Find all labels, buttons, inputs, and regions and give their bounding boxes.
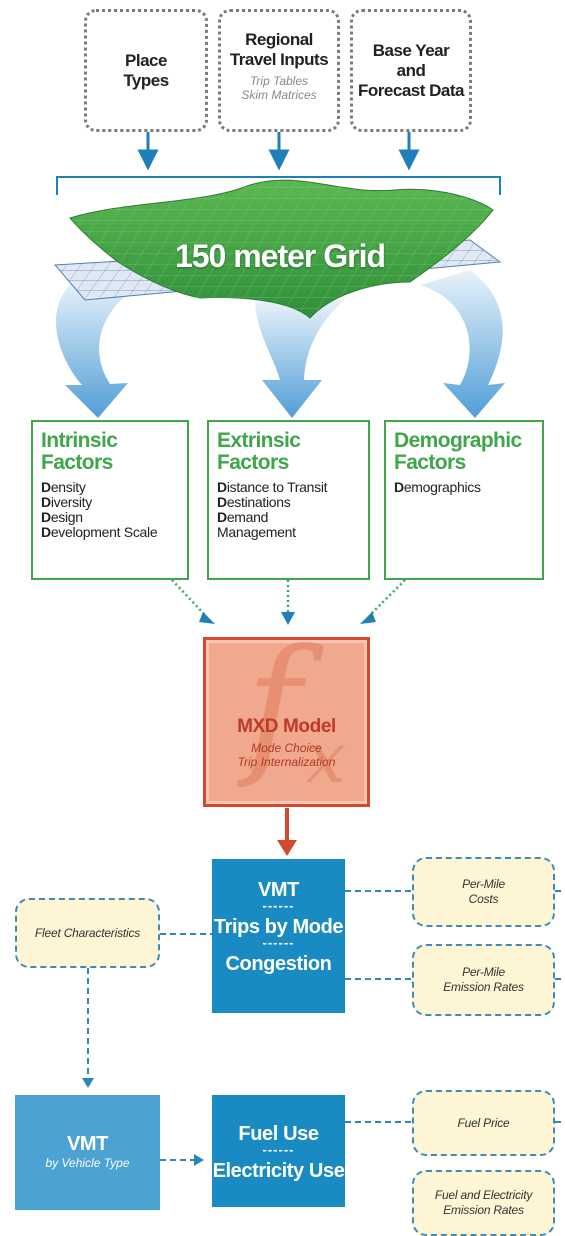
factor-arrows — [171, 579, 406, 616]
extrinsic-item: Demand Management — [217, 509, 296, 540]
trips-by-mode-label: Trips by Mode — [213, 916, 344, 938]
fuel-emission-box: Fuel and Electricity Emission Rates — [412, 1170, 555, 1236]
electricity-use-label: Electricity Use — [212, 1160, 345, 1182]
separator: ------ — [262, 935, 295, 950]
fuel-use-label: Fuel Use — [238, 1123, 319, 1145]
base-year-box: Base Year and Forecast Data — [350, 9, 472, 132]
demographic-factors-box: Demographic Factors Demographics — [384, 420, 544, 580]
vmt-vehicle-box: VMT by Vehicle Type — [15, 1095, 160, 1210]
vmt-vehicle-title: VMT — [66, 1133, 109, 1155]
demographic-item: Demographics — [394, 479, 481, 495]
function-subscript: x — [306, 717, 346, 799]
intrinsic-item: Development Scale — [41, 524, 158, 540]
per-mile-emission-label: Per-Mile Emission Rates — [443, 965, 524, 994]
extrinsic-factors-title: Extrinsic Factors — [217, 429, 301, 474]
intrinsic-item: Diversity — [41, 494, 92, 510]
dashed-connectors — [87, 890, 565, 1161]
fleet-characteristics-box: Fleet Characteristics — [15, 898, 160, 968]
per-mile-costs-box: Per-Mile Costs — [412, 857, 555, 927]
fuel-price-label: Fuel Price — [457, 1115, 510, 1130]
per-mile-costs-label: Per-Mile Costs — [462, 877, 505, 906]
base-year-label: Base Year and Forecast Data — [358, 40, 464, 100]
congestion-label: Congestion — [225, 953, 332, 975]
separator: ------ — [262, 1142, 295, 1157]
regional-travel-box: Regional Travel Inputs Trip Tables Skim … — [218, 9, 340, 132]
vmt-outputs-box: VMT ------ Trips by Mode ------ Congesti… — [212, 859, 345, 1013]
place-types-label: Place Types — [123, 50, 169, 90]
fleet-characteristics-label: Fleet Characteristics — [34, 925, 141, 940]
regional-travel-label: Regional Travel Inputs — [229, 30, 329, 69]
intrinsic-item: Design — [41, 509, 83, 525]
per-mile-emission-box: Per-Mile Emission Rates — [412, 944, 555, 1016]
grid-flow-arrows — [56, 270, 505, 418]
vmt-vehicle-sub: by Vehicle Type — [45, 1156, 130, 1170]
mxd-model-sub: Mode Choice Trip Internalization — [237, 741, 336, 769]
function-icon: f — [246, 637, 302, 792]
mxd-model-box: f x MXD Model Mode Choice Trip Internali… — [203, 637, 370, 807]
input-arrows — [137, 132, 420, 171]
mxd-model-title: MXD Model — [237, 716, 336, 737]
intrinsic-factors-box: Intrinsic Factors Density Diversity Desi… — [31, 420, 189, 580]
place-types-box: Place Types — [84, 9, 208, 132]
extrinsic-item: Distance to Transit — [217, 479, 328, 495]
diagram-graphics — [53, 132, 565, 1166]
extrinsic-factors-box: Extrinsic Factors Distance to Transit De… — [207, 420, 370, 580]
intrinsic-factors-title: Intrinsic Factors — [41, 429, 118, 474]
intrinsic-item: Density — [41, 479, 86, 495]
vmt-label: VMT — [257, 879, 300, 901]
input-bracket — [56, 176, 501, 195]
grid-label: 150 meter Grid — [174, 238, 386, 274]
extrinsic-item: Destinations — [217, 494, 291, 510]
fuel-emission-label: Fuel and Electricity Emission Rates — [434, 1188, 533, 1217]
fuel-use-box: Fuel Use ------ Electricity Use — [212, 1095, 345, 1207]
regional-travel-sub: Trip Tables Skim Matrices — [241, 74, 317, 102]
demographic-factors-title: Demographic Factors — [394, 429, 522, 474]
separator: ------ — [262, 898, 295, 913]
fuel-price-box: Fuel Price — [412, 1090, 555, 1156]
